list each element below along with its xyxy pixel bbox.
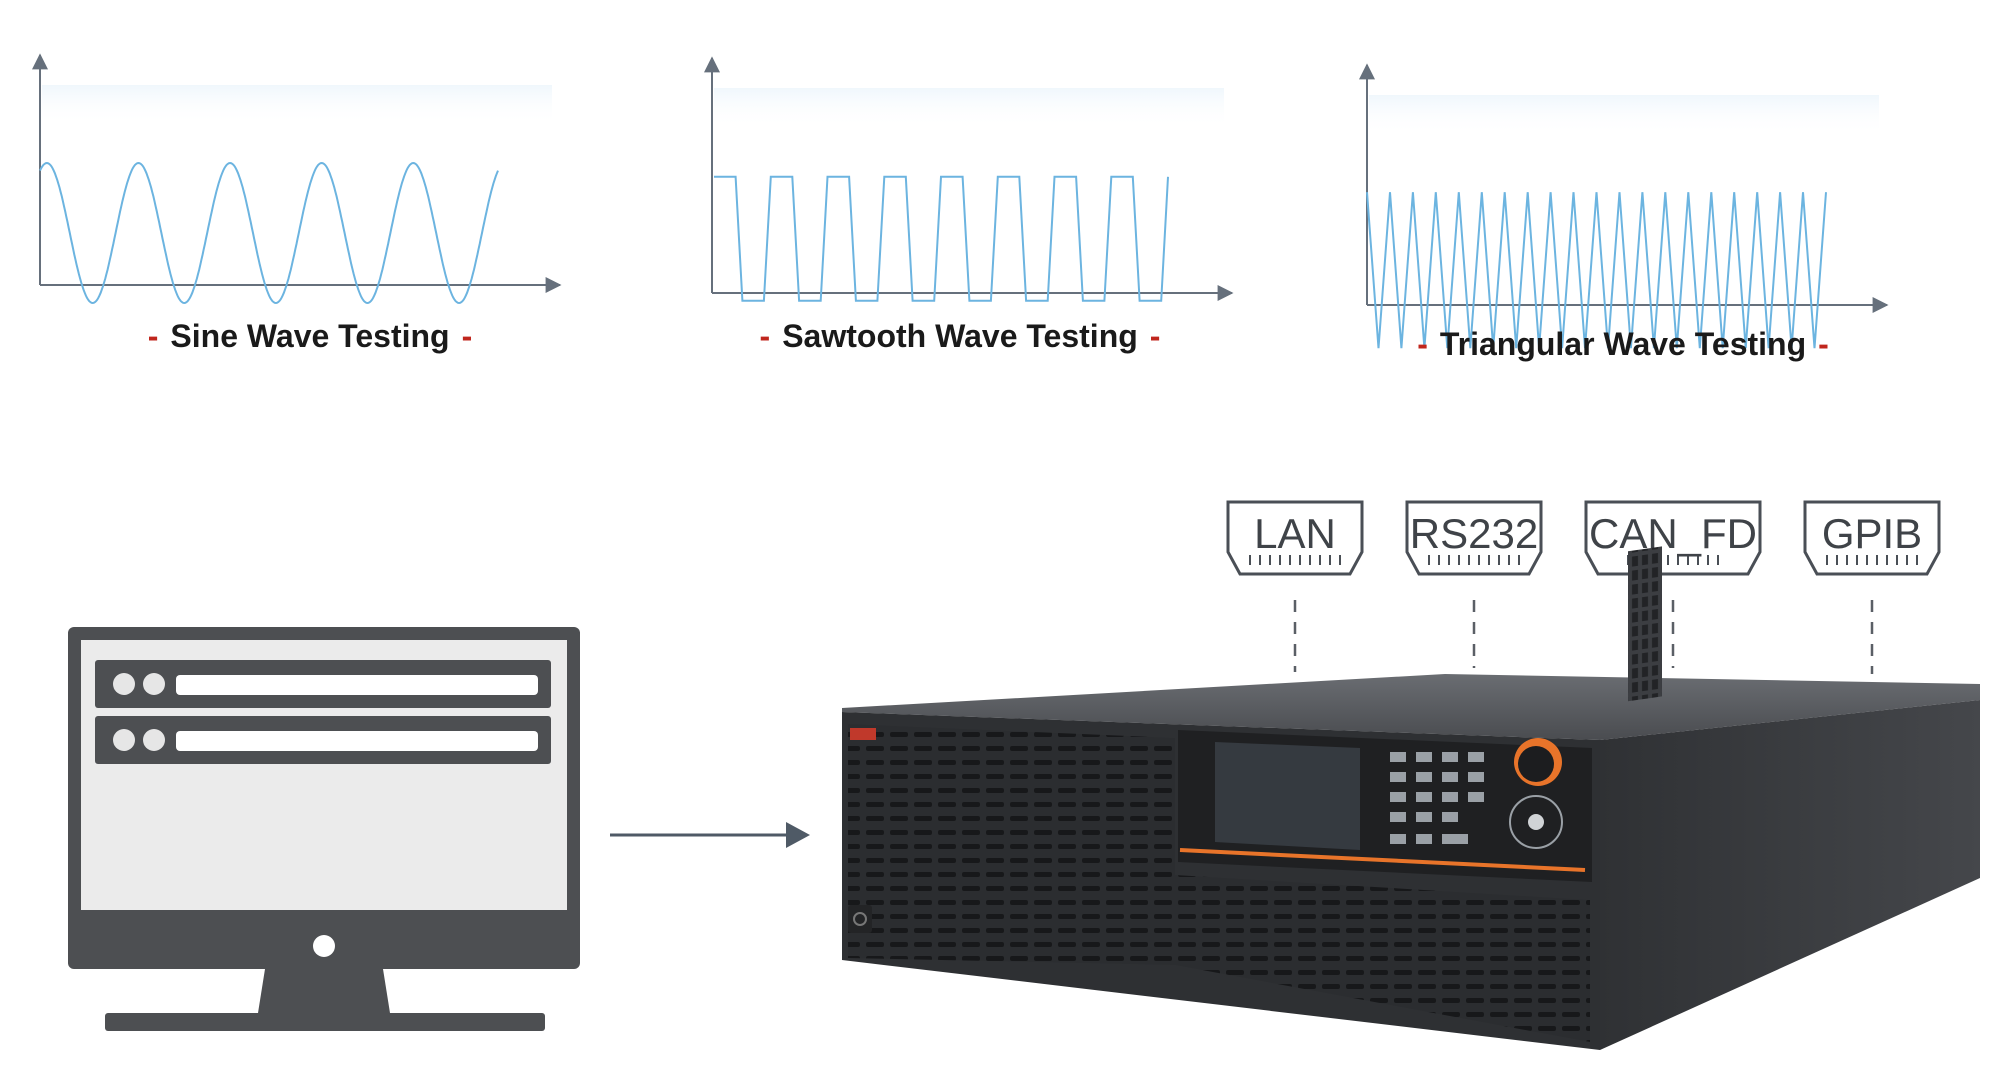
sine-wave-panel	[32, 53, 562, 305]
interface-lan-label: LAN	[1226, 500, 1364, 672]
caption-dash-right: -	[461, 318, 473, 354]
monitor-base	[105, 1013, 545, 1031]
sine-caption: -Sine Wave Testing-	[148, 318, 472, 355]
interface-name: LAN	[1254, 510, 1336, 557]
caption-text: Sawtooth Wave Testing	[782, 318, 1138, 354]
wave-panels	[32, 53, 1889, 349]
device-power-button	[848, 905, 872, 933]
triangular-caption: -Triangular Wave Testing-	[1417, 326, 1829, 363]
triangular-wave-panel	[1359, 63, 1889, 349]
monitor-neck	[258, 969, 390, 1013]
arrow-right-icon	[610, 822, 810, 848]
sawtooth-caption: -Sawtooth Wave Testing-	[760, 318, 1161, 355]
brand-badge	[850, 728, 876, 740]
power-dot	[313, 935, 335, 957]
sawtooth-waveform	[714, 175, 1169, 302]
caption-text: Sine Wave Testing	[170, 318, 450, 354]
interface-labels: LAN RS232 CAN_FD GPIB	[1226, 500, 1941, 674]
sawtooth-wave-panel	[704, 56, 1234, 302]
interface-name: CAN_FD	[1589, 510, 1757, 557]
caption-text: Triangular Wave Testing	[1439, 326, 1807, 362]
device-display	[1215, 742, 1360, 850]
interface-rs232-label: RS232	[1405, 500, 1543, 668]
caption-dash-right: -	[1818, 326, 1829, 362]
sine-waveform	[39, 161, 499, 305]
caption-dash-left: -	[759, 318, 771, 354]
caption-dash-left: -	[1417, 326, 1428, 362]
computer-monitor-icon	[68, 627, 580, 1031]
interface-can-fd-label: CAN_FD	[1584, 500, 1762, 668]
caption-dash-left: -	[147, 318, 159, 354]
power-supply-device	[842, 546, 1980, 1050]
triangular-waveform	[1366, 192, 1827, 349]
caption-dash-right: -	[1149, 318, 1161, 354]
interface-gpib-label: GPIB	[1803, 500, 1941, 674]
interface-name: GPIB	[1822, 510, 1922, 557]
interface-name: RS232	[1410, 510, 1538, 557]
